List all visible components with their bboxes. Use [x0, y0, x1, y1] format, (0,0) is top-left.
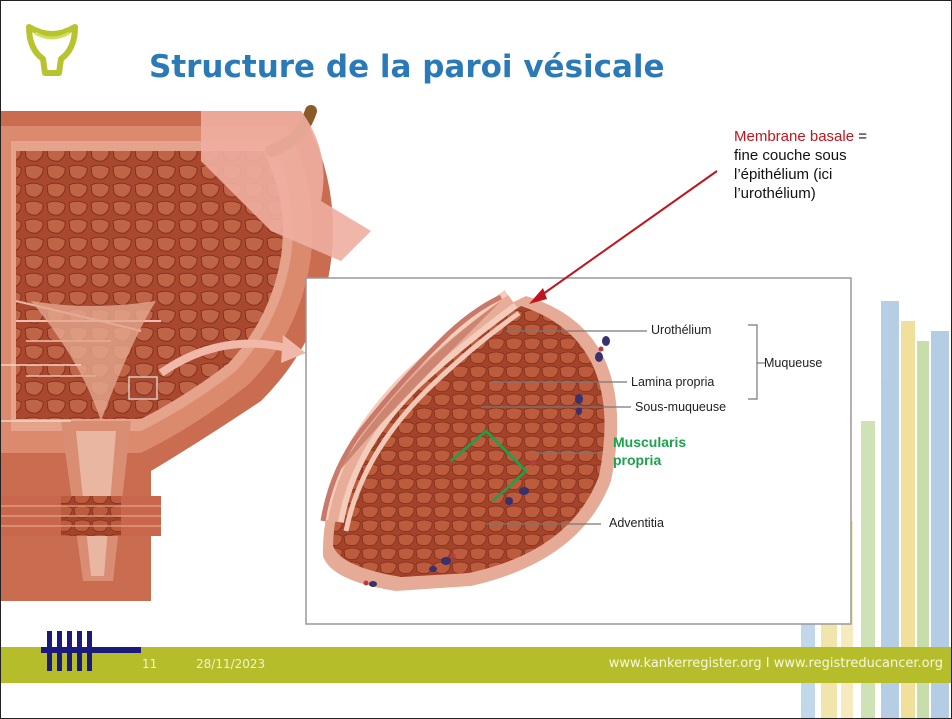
- label-adventitia: Adventitia: [609, 516, 664, 530]
- hhh-logo-icon: [41, 629, 141, 673]
- note-line-2: fine couche sous: [734, 147, 847, 164]
- note-line-3: l’épithélium (ici: [734, 166, 832, 183]
- label-lamina-propria: Lamina propria: [631, 375, 714, 389]
- page-number: 11: [142, 657, 157, 671]
- label-urothelium: Urothélium: [651, 323, 711, 337]
- label-muqueuse: Muqueuse: [764, 356, 822, 370]
- slide-title: Structure de la paroi vésicale: [149, 49, 665, 85]
- bladder-logo-icon: [23, 19, 81, 79]
- footer-url: www.kankerregister.org I www.registreduc…: [609, 656, 943, 671]
- membrane-basale-note: Membrane basale = fine couche sous l’épi…: [734, 127, 914, 203]
- note-line-4: l’urothélium): [734, 185, 816, 202]
- label-muscularis-propria: Muscularis propria: [613, 433, 686, 469]
- note-line-1: =: [854, 128, 867, 145]
- label-sous-muqueuse: Sous-muqueuse: [635, 400, 726, 414]
- membrane-basale-highlight: Membrane basale: [734, 128, 854, 145]
- muscularis-line-1: Muscularis: [613, 434, 686, 450]
- muscularis-line-2: propria: [613, 452, 661, 468]
- slide-date: 28/11/2023: [196, 657, 265, 671]
